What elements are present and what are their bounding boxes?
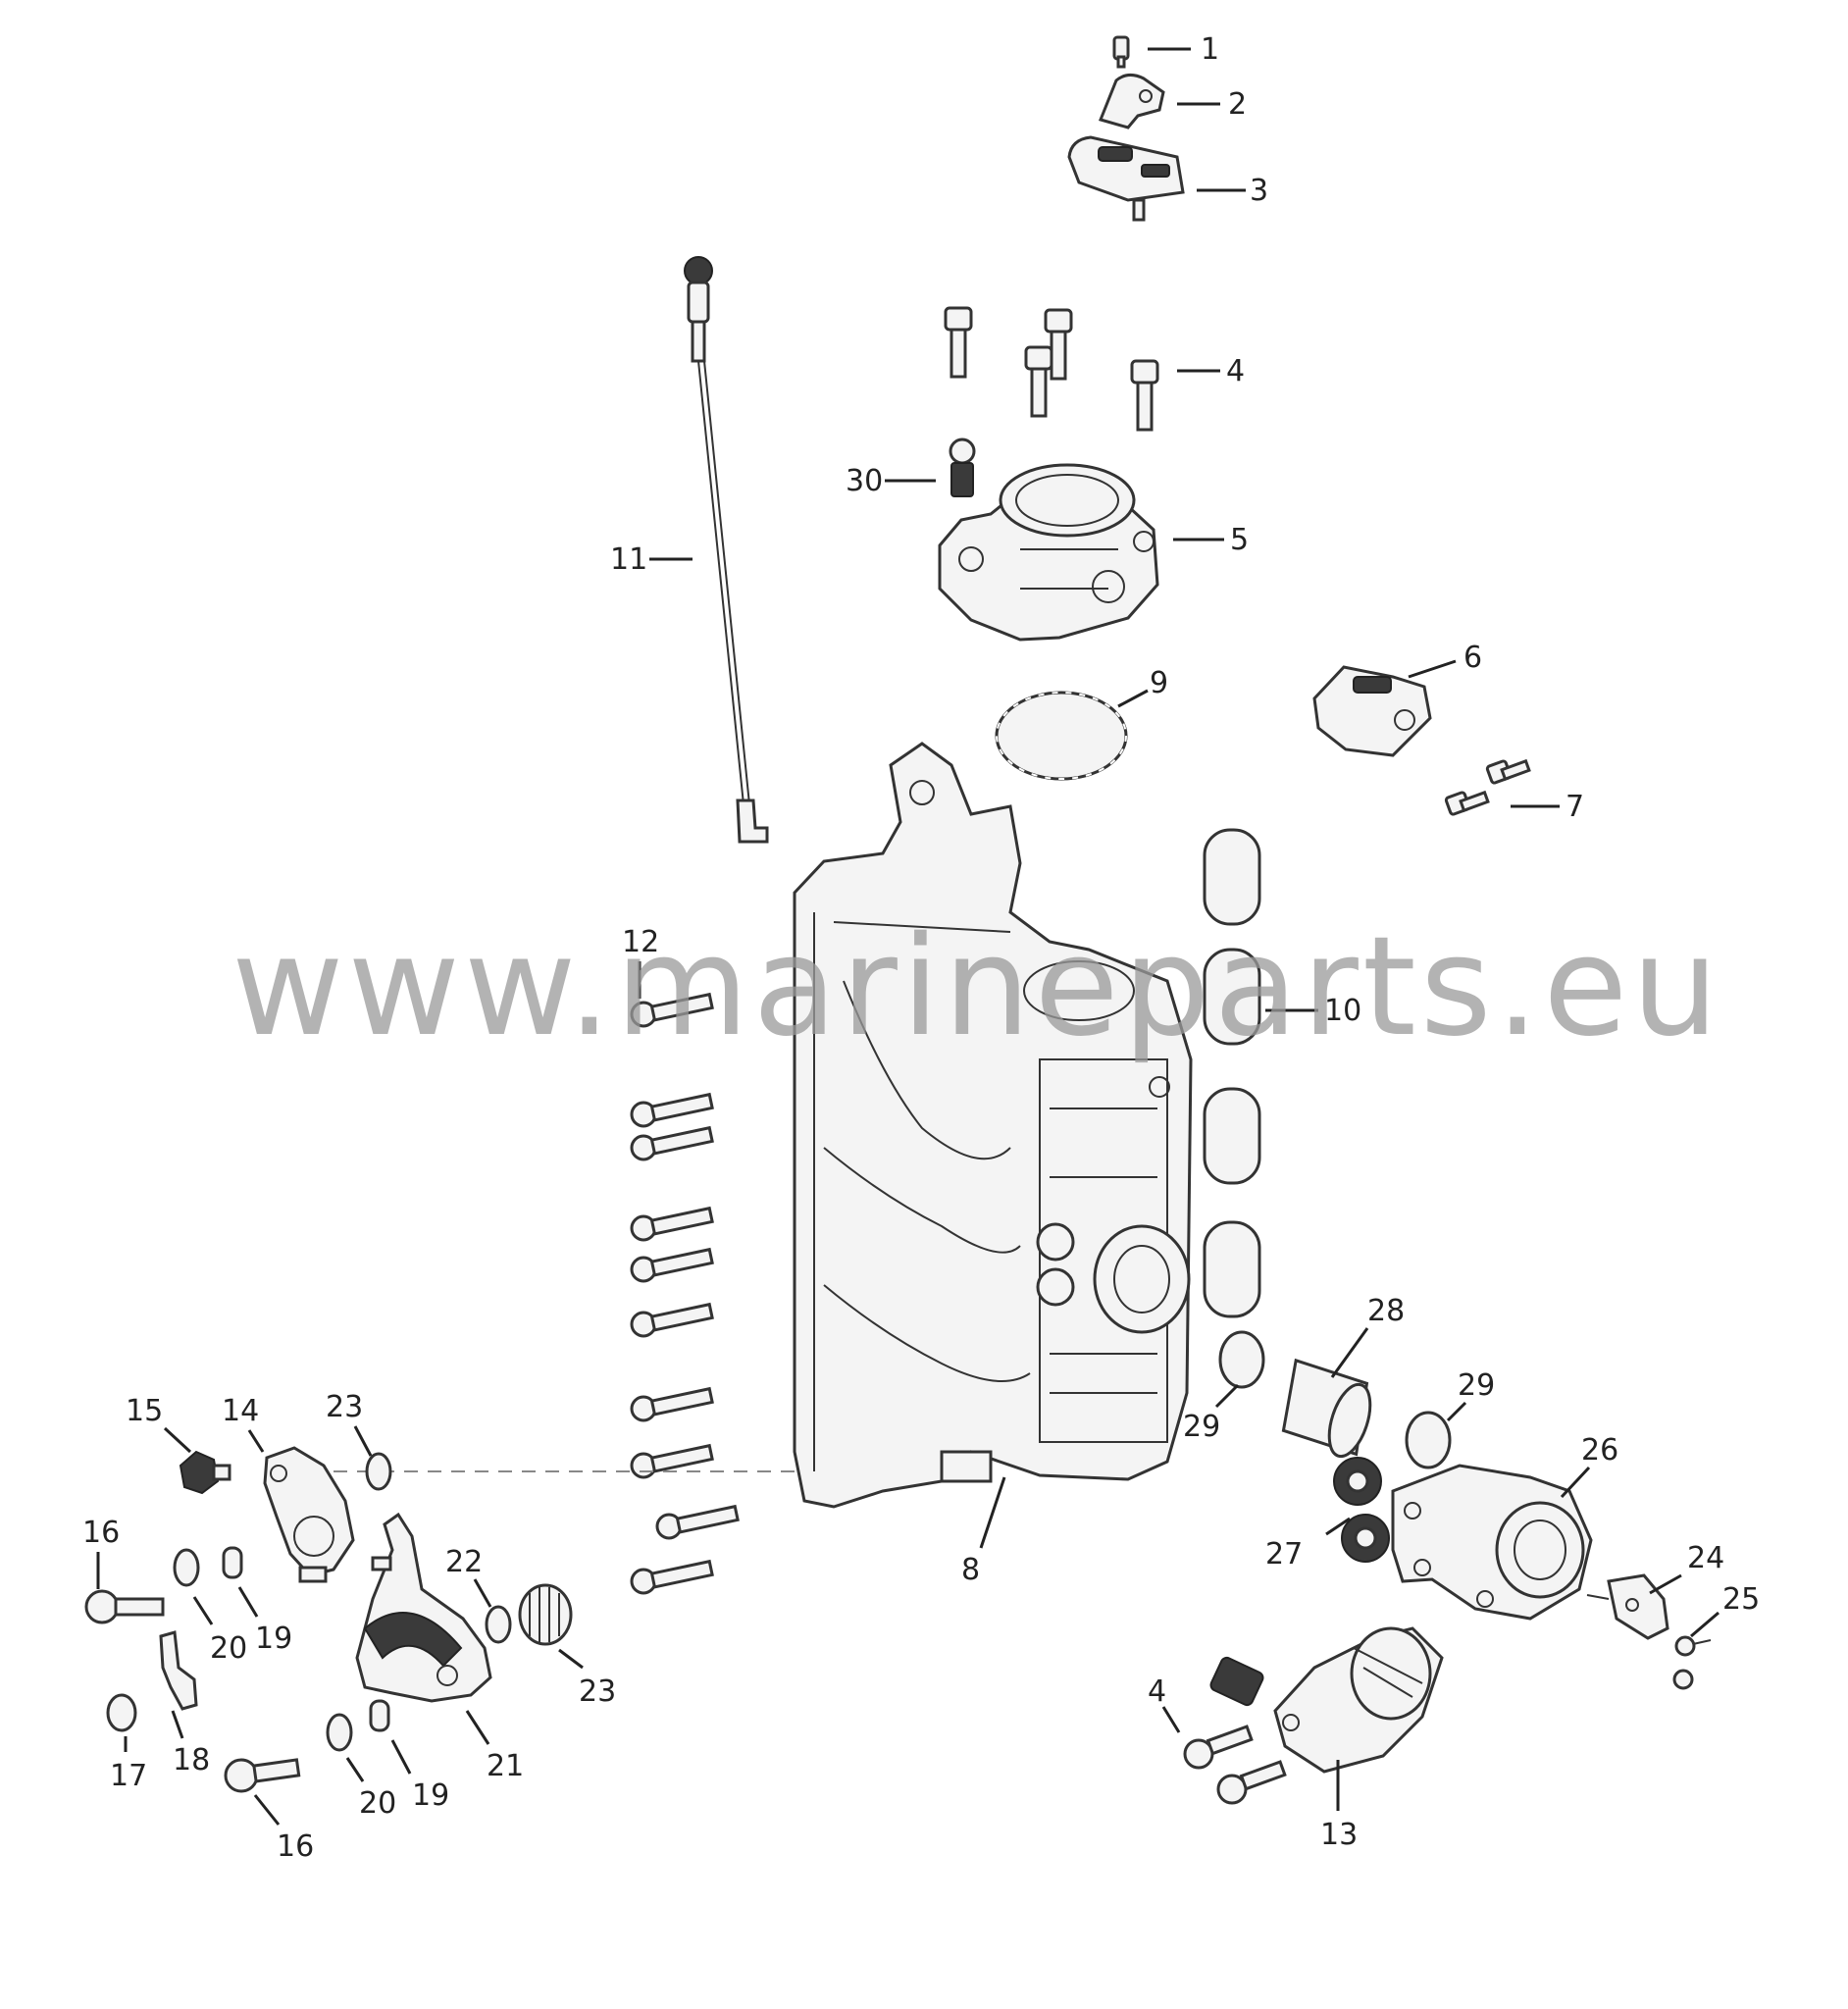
part-bracket-14 bbox=[263, 1446, 355, 1583]
callout-3: 3 bbox=[1250, 174, 1268, 208]
callout-15: 15 bbox=[126, 1394, 163, 1428]
part-housing-26 bbox=[1391, 1464, 1593, 1621]
callout-19: 19 bbox=[255, 1622, 292, 1656]
part-washer-22 bbox=[485, 1605, 512, 1644]
callout-16: 16 bbox=[82, 1516, 120, 1550]
part-bolt-16b bbox=[224, 1758, 301, 1793]
part-screws-4-bottom bbox=[1183, 1725, 1287, 1805]
callout-29: 29 bbox=[1183, 1410, 1220, 1444]
part-fitting-30 bbox=[949, 438, 976, 497]
part-clip-19b bbox=[369, 1699, 390, 1732]
part-bushing-23b bbox=[518, 1583, 573, 1646]
callout-27: 27 bbox=[1265, 1537, 1303, 1571]
callout-labels: 1 2 3 4 30 5 11 6 9 7 12 10 28 29 29 26 … bbox=[82, 32, 1760, 1864]
callout-28: 28 bbox=[1367, 1294, 1405, 1328]
part-clip-19a bbox=[222, 1546, 243, 1579]
callout-7: 7 bbox=[1566, 790, 1584, 824]
part-clip-18 bbox=[159, 1630, 198, 1711]
part-bolt-16a bbox=[84, 1589, 165, 1624]
part-cap-24 bbox=[1586, 1573, 1669, 1640]
part-thermostat-housing-13 bbox=[1209, 1626, 1444, 1774]
part-washer-23a bbox=[365, 1452, 392, 1491]
callout-16: 16 bbox=[277, 1829, 314, 1864]
callout-30: 30 bbox=[846, 464, 883, 498]
part-bolts-12 bbox=[630, 992, 740, 1595]
callout-14: 14 bbox=[222, 1394, 259, 1428]
part-intake-manifold-8 bbox=[793, 742, 1193, 1509]
callout-23: 23 bbox=[579, 1674, 616, 1709]
part-screw-1 bbox=[1112, 35, 1130, 69]
part-clamp-29a bbox=[1218, 1330, 1265, 1389]
callout-13: 13 bbox=[1320, 1818, 1358, 1852]
callout-24: 24 bbox=[1687, 1541, 1724, 1575]
part-sensor-3 bbox=[1067, 135, 1185, 222]
part-sleeve-28 bbox=[1281, 1358, 1372, 1459]
part-dipstick-11 bbox=[684, 256, 769, 844]
callout-19: 19 bbox=[412, 1778, 449, 1813]
part-bracket-2 bbox=[1098, 74, 1165, 129]
callout-8: 8 bbox=[961, 1553, 980, 1587]
part-screws-25 bbox=[1672, 1635, 1712, 1690]
callout-4: 4 bbox=[1226, 354, 1245, 388]
part-clamp-29b bbox=[1405, 1411, 1452, 1469]
part-throttle-body-5 bbox=[938, 463, 1159, 642]
leader-lines bbox=[96, 47, 1720, 1826]
part-gaskets-10 bbox=[1203, 828, 1261, 1318]
part-fitting-15 bbox=[179, 1450, 231, 1495]
part-washer-20b bbox=[326, 1713, 353, 1752]
callout-6: 6 bbox=[1463, 641, 1482, 675]
part-arm-21 bbox=[355, 1512, 492, 1703]
part-nut-17 bbox=[106, 1693, 137, 1732]
part-grommets-27 bbox=[1333, 1457, 1390, 1563]
callout-12: 12 bbox=[622, 925, 659, 959]
callout-20: 20 bbox=[210, 1631, 247, 1666]
callout-23: 23 bbox=[326, 1390, 363, 1424]
callout-26: 26 bbox=[1581, 1433, 1618, 1468]
callout-18: 18 bbox=[173, 1743, 210, 1777]
part-oring-9 bbox=[995, 691, 1128, 781]
watermark-text: www.marineparts.eu bbox=[231, 907, 1722, 1067]
callout-5: 5 bbox=[1230, 523, 1249, 557]
callout-2: 2 bbox=[1228, 87, 1247, 122]
callout-25: 25 bbox=[1722, 1582, 1760, 1617]
callout-4: 4 bbox=[1148, 1674, 1166, 1709]
callout-9: 9 bbox=[1150, 666, 1168, 700]
part-screws-4-top bbox=[944, 306, 1159, 432]
callout-22: 22 bbox=[445, 1545, 483, 1579]
part-screws-7 bbox=[1444, 758, 1531, 816]
part-sensor-6 bbox=[1312, 665, 1432, 757]
part-washer-20a bbox=[173, 1548, 200, 1587]
callout-1: 1 bbox=[1201, 32, 1219, 67]
callout-29: 29 bbox=[1458, 1368, 1495, 1403]
callout-17: 17 bbox=[110, 1759, 147, 1793]
callout-11: 11 bbox=[610, 542, 647, 577]
callout-21: 21 bbox=[487, 1749, 524, 1783]
callout-20: 20 bbox=[359, 1786, 396, 1821]
callout-10: 10 bbox=[1324, 994, 1361, 1028]
